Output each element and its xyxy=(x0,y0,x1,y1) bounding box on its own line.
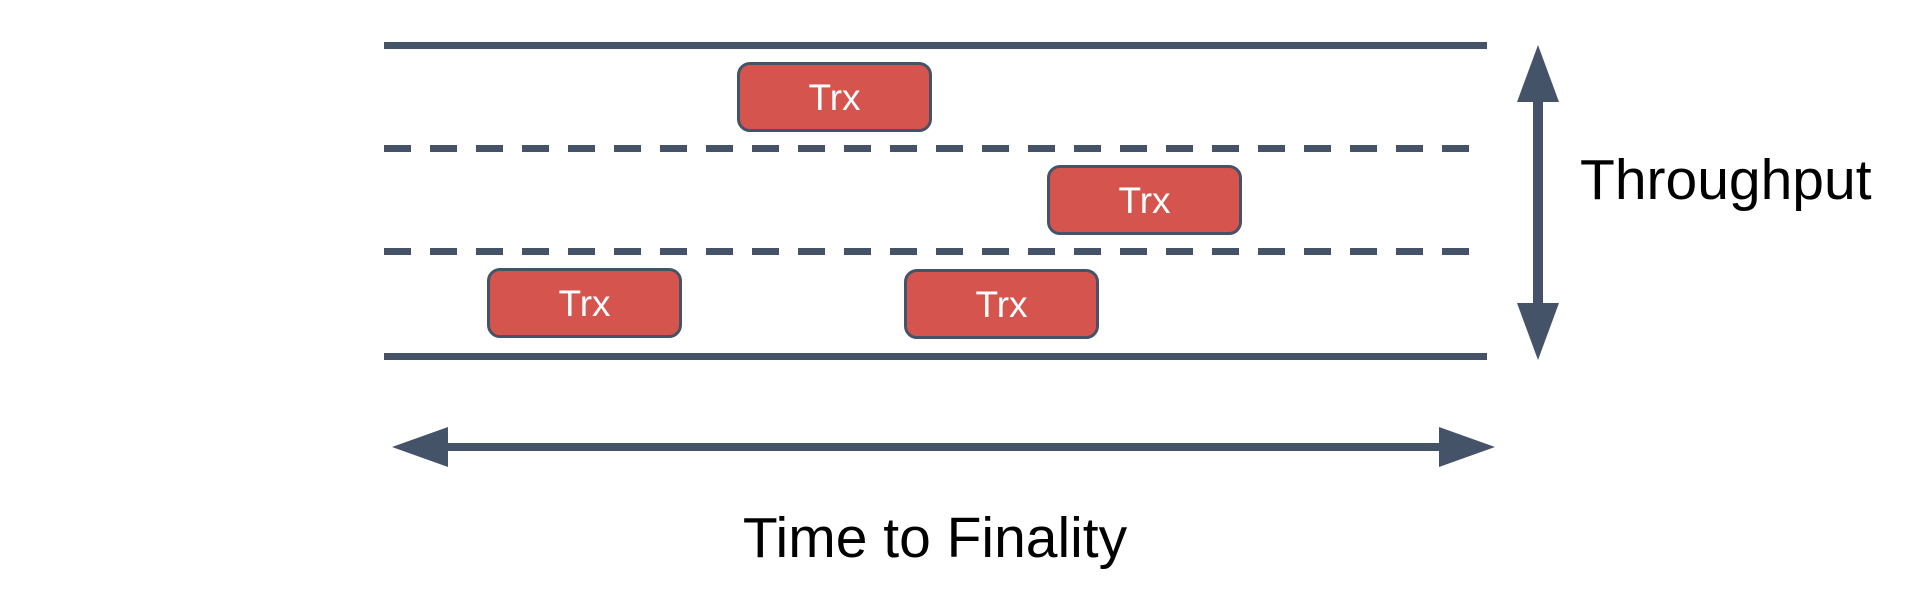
trx-box-label: Trx xyxy=(975,283,1028,325)
trx-box-label: Trx xyxy=(1118,179,1171,221)
lane-divider-dashed-line-2 xyxy=(384,248,1487,255)
time-to-finality-axis-label: Time to Finality xyxy=(742,506,1128,570)
trx-box-middle-lane: Trx xyxy=(1047,165,1242,235)
trx-box-label: Trx xyxy=(558,282,611,324)
trx-box-label: Trx xyxy=(808,76,861,118)
road-bottom-line xyxy=(384,353,1487,360)
trx-box-top-lane: Trx xyxy=(737,62,932,132)
time-to-finality-axis-arrow-icon xyxy=(392,427,1495,467)
trx-box-bottom-lane-right: Trx xyxy=(904,269,1099,339)
trx-box-bottom-lane-left: Trx xyxy=(487,268,682,338)
road-top-line xyxy=(384,42,1487,49)
throughput-axis-label: Throughput xyxy=(1580,148,1872,212)
throughput-axis-arrow-icon xyxy=(1517,45,1559,360)
lane-divider-dashed-line-1 xyxy=(384,145,1487,152)
